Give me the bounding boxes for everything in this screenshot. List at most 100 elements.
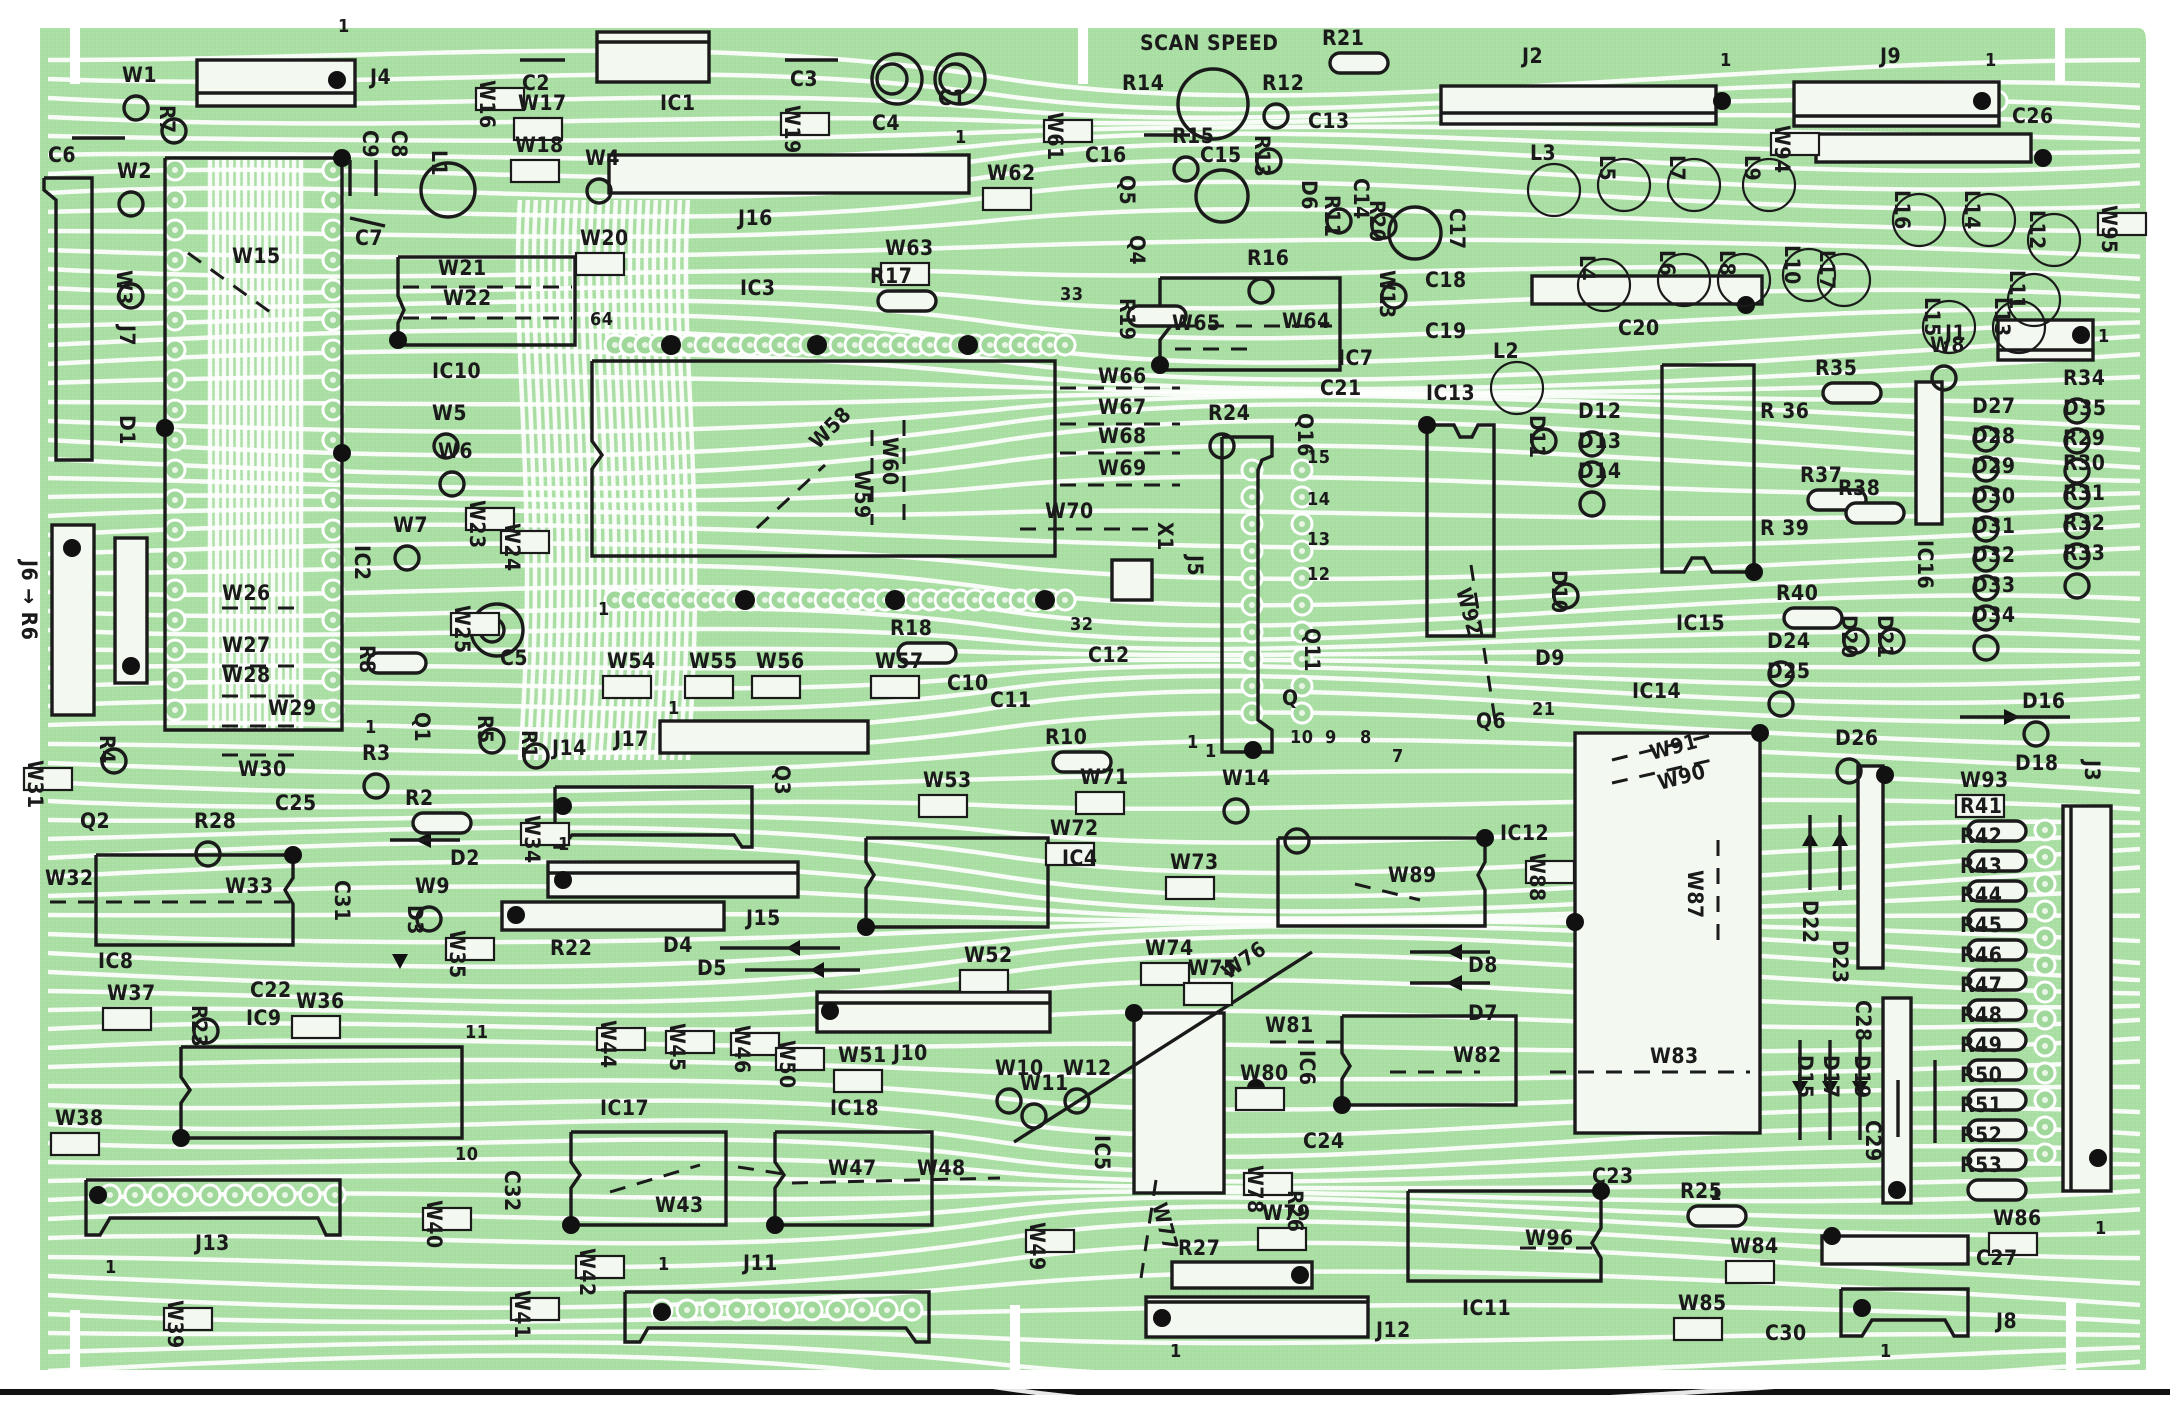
label-w34: W34 [520,815,544,864]
label-r38: R38 [1838,476,1880,500]
part-w35 [444,936,496,962]
jumper-body [2096,211,2148,237]
pad [2033,926,2057,950]
pad [1053,588,1077,612]
pad-ring [192,1017,220,1045]
label-w14: W14 [1222,766,1271,790]
pad-ring [362,772,390,800]
pin-marker-q_pin9: 9 [1325,727,1337,748]
passive-parts [22,51,2148,1342]
label-r28: R28 [194,809,236,833]
label-r22: R22 [550,936,592,960]
pad [163,338,187,362]
label-ic3: IC3 [740,276,776,300]
jumper-body [512,116,564,142]
label-w22: W22 [443,286,492,310]
pad-ring [1767,690,1795,718]
label-c22: C22 [250,978,292,1002]
label-r34: R34 [2063,366,2105,390]
label-w54: W54 [607,649,656,673]
part-r8 [366,651,428,675]
part-w8 [1930,364,1958,392]
jumper-body [1182,981,1234,1007]
pad-ring [194,840,222,868]
label-j5: J5 [1183,553,1207,576]
label-r13: R13 [1250,135,1274,177]
part-w49 [1024,1228,1076,1254]
part-d30 [1972,515,2000,543]
label-c17: C17 [1445,208,1469,250]
pad [321,668,345,692]
label-ic11: IC11 [1462,1296,1511,1320]
part-r7 [160,117,188,145]
part-r50 [1966,1088,2028,1112]
pad [1290,512,1314,536]
label-l11: L11 [2005,270,2029,310]
pad-ring [2063,397,2091,425]
label-ic7: IC7 [1338,346,1374,370]
part-r17 [876,289,938,313]
label-r12: R12 [1262,71,1304,95]
jumper-body [595,1026,647,1052]
pad [2033,845,2057,869]
jumper-body [750,674,802,700]
label-c11: C11 [990,688,1032,712]
pad-ring [2063,512,2091,540]
label-r4: R4 [95,735,119,764]
label-w70: W70 [1045,499,1094,523]
pad-ring [1222,797,1250,825]
label-j8: J8 [1994,1309,2017,1333]
part-r42 [1966,849,2028,873]
label-w93: W93 [1960,768,2009,792]
jumper-body [290,1014,342,1040]
resistor-body [1966,938,2028,962]
resistor-body [1966,819,2028,843]
part-r21 [1328,51,1390,75]
part-w63 [879,261,931,287]
label-l14: L14 [1960,190,1984,230]
label-d21: D21 [1873,615,1897,658]
label-scan-speed: SCAN SPEED [1140,31,1278,55]
part-l9 [1741,157,1797,213]
jumper-body [519,821,571,847]
pin-marker-one: 1 [558,834,570,855]
label-d28: D28 [1972,424,2015,448]
pin-marker-one: 1 [1170,1341,1182,1362]
label-j10: J10 [891,1041,928,1065]
part-d31 [1972,545,2000,573]
part-w6 [438,470,466,498]
part-d25 [1767,690,1795,718]
pad-ring [100,747,128,775]
label-w60: W60 [878,437,902,486]
label-d29: D29 [1972,454,2015,478]
label-w53: W53 [923,768,972,792]
label-w51: W51 [838,1043,887,1067]
part-r48 [1966,1028,2028,1052]
pad-ring [2063,542,2091,570]
pad [321,398,345,422]
pin-marker-ic14_pin21: 21 [1532,699,1556,720]
label-ic15: IC15 [1676,611,1725,635]
part-l3 [1526,162,1582,218]
resistor-body [1966,908,2028,932]
label-c6: C6 [48,143,76,167]
part-w11 [1020,1102,1048,1130]
label-d35: D35 [2063,396,2106,420]
part-d33 [1972,604,2000,632]
part-r3 [362,772,390,800]
part-w39 [162,1306,214,1332]
label-w55: W55 [689,649,738,673]
label-l12: L12 [2025,210,2049,250]
label-r1: R1 [517,730,541,759]
label-w21: W21 [438,256,487,280]
pad [163,368,187,392]
label-w79: W79 [1262,1201,1311,1225]
label-w68: W68 [1098,424,1147,448]
label-d6: D6 [1297,180,1321,210]
coil-ring [1741,157,1797,213]
part-w38 [49,1131,101,1157]
label-w20: W20 [580,226,629,250]
pad [825,1298,849,1322]
label-c8: C8 [387,130,411,158]
pin-marker-one: 1 [1880,1341,1892,1362]
